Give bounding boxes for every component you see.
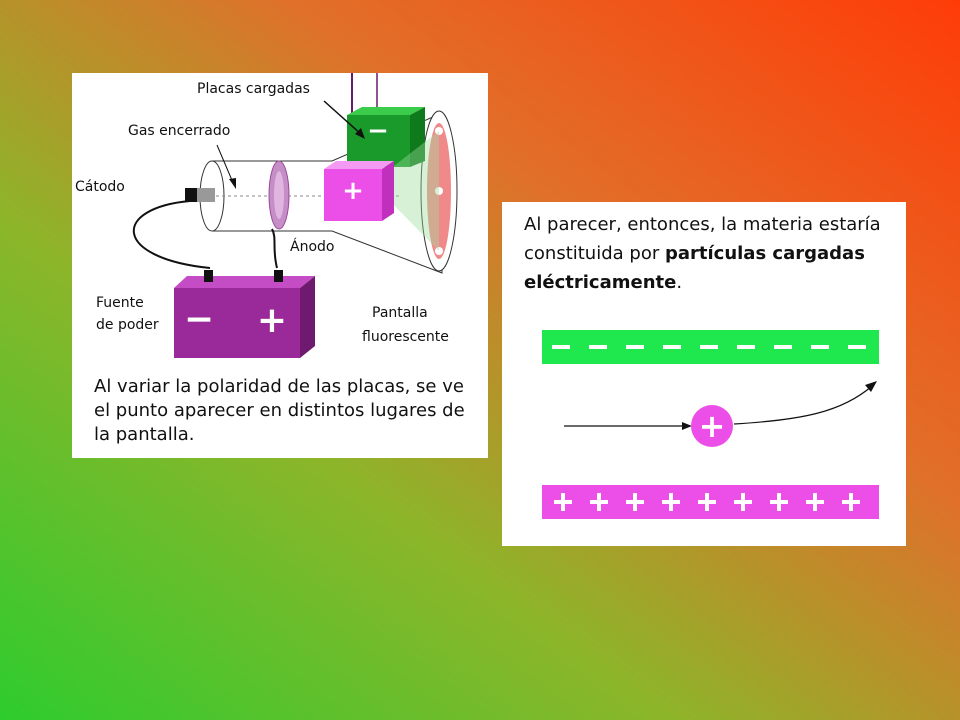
label-power-1: Fuente xyxy=(96,295,144,311)
plates-arrow xyxy=(323,100,363,136)
label-charged-plates: Placas cargadas xyxy=(197,81,310,97)
label-screen-1: Pantalla xyxy=(372,305,428,321)
gas-arrowhead xyxy=(229,178,236,189)
positive-plate xyxy=(324,169,382,221)
crt-diagram: − + − + Placas cargadas Gas encerrado xyxy=(75,73,458,358)
cathode-terminal xyxy=(185,188,197,202)
power-supply-top xyxy=(174,276,315,288)
minus-sign xyxy=(848,345,866,349)
plus-sign xyxy=(554,493,572,511)
minus-sign xyxy=(626,345,644,349)
minus-sign xyxy=(700,345,718,349)
explanation-start: Al parecer, entonces, la materia estaría… xyxy=(524,214,881,264)
anode-center xyxy=(274,171,284,219)
cathode-wire xyxy=(133,200,211,269)
explanation-bold: partículas cargadas eléctricamente xyxy=(524,243,865,293)
plus-sign xyxy=(662,493,680,511)
label-cathode: Cátodo xyxy=(75,179,125,195)
screen-spot-top xyxy=(435,127,443,135)
positive-plate-side xyxy=(382,161,394,221)
deflected-path xyxy=(733,385,873,425)
negative-bar-signs xyxy=(552,345,866,349)
positive-particle xyxy=(691,405,733,447)
cathode xyxy=(197,188,215,202)
plus-sign xyxy=(806,493,824,511)
charged-particles-panel: Al parecer, entonces, la materia estaría… xyxy=(502,202,906,546)
negative-plate-side xyxy=(410,107,425,167)
negative-plate xyxy=(347,115,410,167)
explanation-text: Al parecer, entonces, la materia estaría… xyxy=(524,210,894,297)
diagram-caption: Al variar la polaridad de las placas, se… xyxy=(94,376,465,445)
plus-sign xyxy=(626,493,644,511)
positive-plate-top xyxy=(324,161,394,169)
plus-sign xyxy=(734,493,752,511)
battery-negative-sign: − xyxy=(184,299,214,340)
battery-positive-sign: + xyxy=(257,300,287,341)
incoming-arrowhead xyxy=(682,422,692,430)
positive-bar-signs xyxy=(554,493,860,511)
screen-spot-bottom xyxy=(435,247,443,255)
label-anode: Ánodo xyxy=(290,238,334,255)
minus-sign xyxy=(552,345,570,349)
minus-sign xyxy=(811,345,829,349)
minus-sign xyxy=(737,345,755,349)
negative-plate-top xyxy=(347,107,425,115)
explanation-end: . xyxy=(676,272,683,293)
minus-sign xyxy=(774,345,792,349)
deflected-arrowhead xyxy=(865,381,877,392)
label-screen-2: fluorescente xyxy=(362,329,449,345)
label-gas: Gas encerrado xyxy=(128,123,230,139)
particle-sign: + xyxy=(699,407,726,445)
anode-wire xyxy=(271,228,278,269)
negative-plate-sign: − xyxy=(367,116,389,146)
crt-diagram-panel: − + − + Placas cargadas Gas encerrado xyxy=(72,73,488,458)
positive-plate-sign: + xyxy=(342,176,364,206)
battery-terminal-positive xyxy=(274,270,283,282)
minus-sign xyxy=(663,345,681,349)
gas-arrow xyxy=(216,144,235,186)
plates-arrowhead xyxy=(355,128,365,139)
plus-sign xyxy=(770,493,788,511)
minus-sign xyxy=(589,345,607,349)
deflection-diagram: + xyxy=(542,330,879,519)
beam-spread xyxy=(372,131,439,251)
screen-spot-middle xyxy=(435,187,443,195)
label-power-2: de poder xyxy=(96,317,159,333)
plus-sign xyxy=(698,493,716,511)
power-supply-side xyxy=(300,276,315,358)
plus-sign xyxy=(590,493,608,511)
battery-terminal-negative xyxy=(204,270,213,282)
power-supply xyxy=(174,288,300,358)
plus-sign xyxy=(842,493,860,511)
